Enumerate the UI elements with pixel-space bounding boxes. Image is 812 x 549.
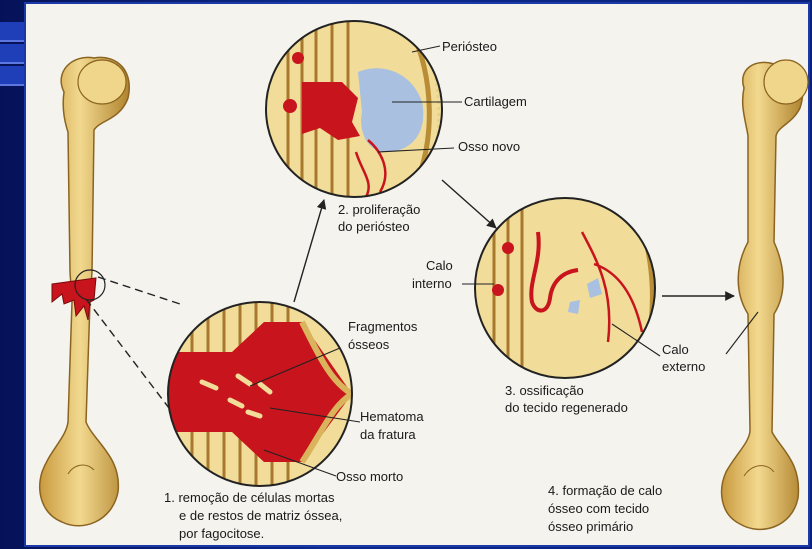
label-cartilagem: Cartilagem bbox=[464, 94, 527, 109]
step-4-line-2: ósseo com tecido bbox=[548, 501, 649, 516]
step-1-line-1: 1. remoção de células mortas bbox=[164, 490, 335, 505]
label-periosteo: Periósteo bbox=[442, 39, 497, 54]
step-4-line-1: 4. formação de calo bbox=[548, 483, 662, 498]
step-1-line-2: e de restos de matriz óssea, bbox=[179, 508, 342, 523]
step-2-line-1: 2. proliferação bbox=[338, 202, 420, 217]
magnification-lines bbox=[86, 277, 180, 412]
slide-side-tabs bbox=[0, 0, 24, 95]
fractured-bone bbox=[40, 57, 129, 525]
step-4-line-3: ósseo primário bbox=[548, 519, 633, 534]
side-tab bbox=[0, 44, 24, 64]
label-calo-interno-1: Calo bbox=[426, 258, 453, 273]
diagram-panel: Periósteo Cartilagem Osso novo 2. prolif… bbox=[24, 2, 810, 547]
label-osso-morto: Osso morto bbox=[336, 469, 403, 484]
label-hematoma-1: Hematoma bbox=[360, 409, 424, 424]
label-hematoma-2: da fratura bbox=[360, 427, 416, 442]
ossification-circle bbox=[475, 198, 655, 378]
side-tab bbox=[0, 66, 24, 86]
label-fragmentos-1: Fragmentos bbox=[348, 319, 418, 334]
step-3-line-2: do tecido regenerado bbox=[505, 400, 628, 415]
step-2-line-2: do periósteo bbox=[338, 219, 410, 234]
healed-bone bbox=[722, 60, 808, 529]
hematoma-circle bbox=[168, 302, 352, 486]
periosteum-circle bbox=[266, 21, 442, 197]
label-calo-externo-2: externo bbox=[662, 359, 705, 374]
step-3-line-1: 3. ossificação bbox=[505, 383, 584, 398]
step-1-line-3: por fagocitose. bbox=[179, 526, 264, 541]
bone-healing-diagram: Periósteo Cartilagem Osso novo 2. prolif… bbox=[26, 4, 812, 549]
label-osso-novo: Osso novo bbox=[458, 139, 520, 154]
label-fragmentos-2: ósseos bbox=[348, 337, 390, 352]
label-calo-externo-1: Calo bbox=[662, 342, 689, 357]
label-calo-interno-2: interno bbox=[412, 276, 452, 291]
side-tab bbox=[0, 22, 24, 42]
